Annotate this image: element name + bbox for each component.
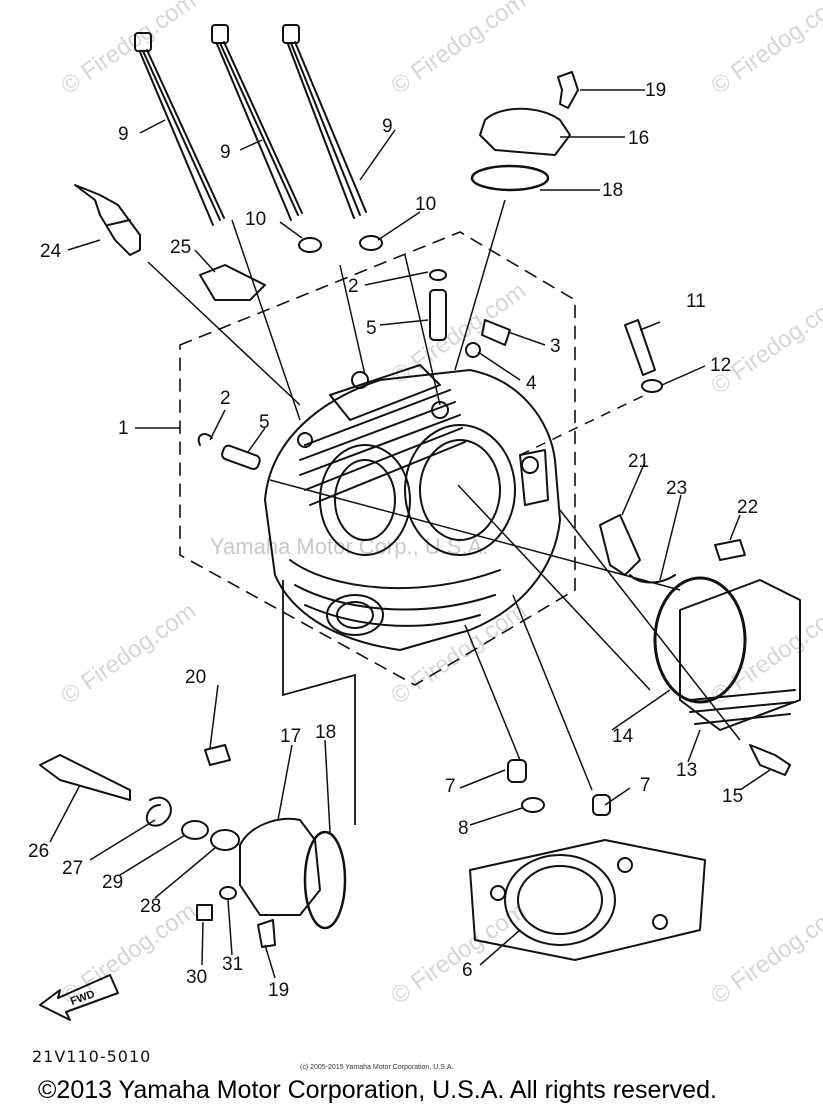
part-label: 9 xyxy=(382,116,393,137)
part-label: 23 xyxy=(666,478,687,499)
part-label: 13 xyxy=(676,760,697,781)
part-label: 6 xyxy=(462,960,473,981)
part-labels: 9 9 9 10 10 24 25 2 5 3 4 11 12 1 2 5 19… xyxy=(28,80,758,1001)
part-label: 19 xyxy=(645,80,666,101)
part-label: 21 xyxy=(628,451,649,472)
cap xyxy=(479,107,571,156)
part-label: 25 xyxy=(170,237,191,258)
part-label: 2 xyxy=(220,388,231,409)
part-label: 11 xyxy=(686,291,706,312)
part-label: 9 xyxy=(220,142,231,163)
part-label: 12 xyxy=(710,355,731,376)
part-label: 3 xyxy=(550,336,561,357)
center-watermark: Yamaha Motor Corp., U.S.A. xyxy=(210,534,489,559)
tappet-cover xyxy=(653,576,801,731)
part-label: 22 xyxy=(737,497,758,518)
part-label: 8 xyxy=(458,818,469,839)
part-label: 29 xyxy=(102,872,123,893)
part-label: 2 xyxy=(348,276,359,297)
part-label: 1 xyxy=(118,418,129,439)
part-label: 4 xyxy=(526,373,537,394)
part-label: 28 xyxy=(140,896,161,917)
cylinder-gasket xyxy=(469,839,706,961)
diagram-code: 21V110-5010 xyxy=(32,1047,152,1066)
stud-bolts xyxy=(134,24,367,226)
part-label: 10 xyxy=(415,194,436,215)
part-label: 14 xyxy=(612,726,634,747)
small-copyright: (c) 2005-2015 Yamaha Motor Corporation, … xyxy=(300,1064,454,1071)
part-label: 30 xyxy=(186,967,207,988)
part-label: 5 xyxy=(259,412,270,433)
part-label: 10 xyxy=(245,209,266,230)
part-label: 18 xyxy=(602,180,623,201)
part-label: 26 xyxy=(28,841,49,862)
part-label: 16 xyxy=(628,128,649,149)
pump-cover xyxy=(239,817,347,930)
cylinder-head xyxy=(264,364,561,651)
part-label: 5 xyxy=(366,318,377,339)
part-label: 24 xyxy=(40,241,62,262)
part-label: 17 xyxy=(280,726,301,747)
part-label: 20 xyxy=(185,667,206,688)
part-label: 7 xyxy=(445,776,456,797)
part-label: 31 xyxy=(222,954,243,975)
copyright-footer: ©2013 Yamaha Motor Corporation, U.S.A. A… xyxy=(38,1076,717,1104)
part-label: 27 xyxy=(62,858,83,879)
part-label: 9 xyxy=(118,124,129,145)
part-label: 19 xyxy=(268,980,289,1001)
assembly-boundary xyxy=(179,231,576,686)
part-label: 15 xyxy=(722,786,743,807)
fwd-arrow xyxy=(39,974,119,1021)
part-label: 7 xyxy=(640,775,651,796)
spark-plug xyxy=(74,184,141,256)
part-label: 18 xyxy=(315,722,336,743)
